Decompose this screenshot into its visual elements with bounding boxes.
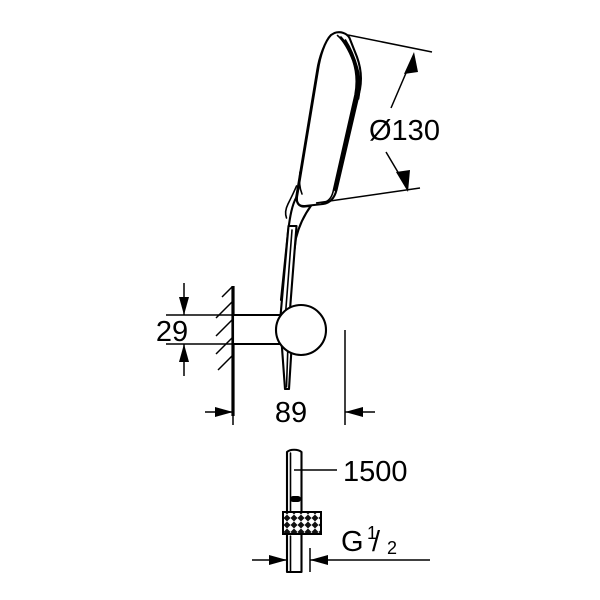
dimension-label-thread-letter: G [341,526,364,558]
wall-section [215,286,235,416]
shower-hose [282,448,322,574]
spray-face-rim-shading [344,39,360,99]
dimension-label-hose-length: 1500 [343,456,408,488]
hose-label-tag [290,496,301,502]
dimension-label-thread-numerator: 1 [367,523,377,543]
dimension-label-thread-denominator: 2 [387,538,397,558]
dimension-label-head-diameter: Ø130 [369,115,440,147]
dimension-hose-length: 1500 [294,456,408,488]
wall-bracket [231,313,283,346]
dimension-label-wall-bracket-height: 29 [156,316,188,348]
dimension-head-diameter: Ø130 [315,34,440,204]
dimension-label-thread-slash: / [372,526,381,558]
ball-holder [274,303,328,357]
dimension-wall-bracket-height: 29 [156,283,233,376]
wall-hatching [215,286,234,371]
dimension-thread-size: G 1 / 2 [252,523,430,572]
dimension-label-holder-projection: 89 [275,397,307,429]
dimension-holder-projection: 89 [205,330,375,429]
knurled-nut [282,511,322,535]
